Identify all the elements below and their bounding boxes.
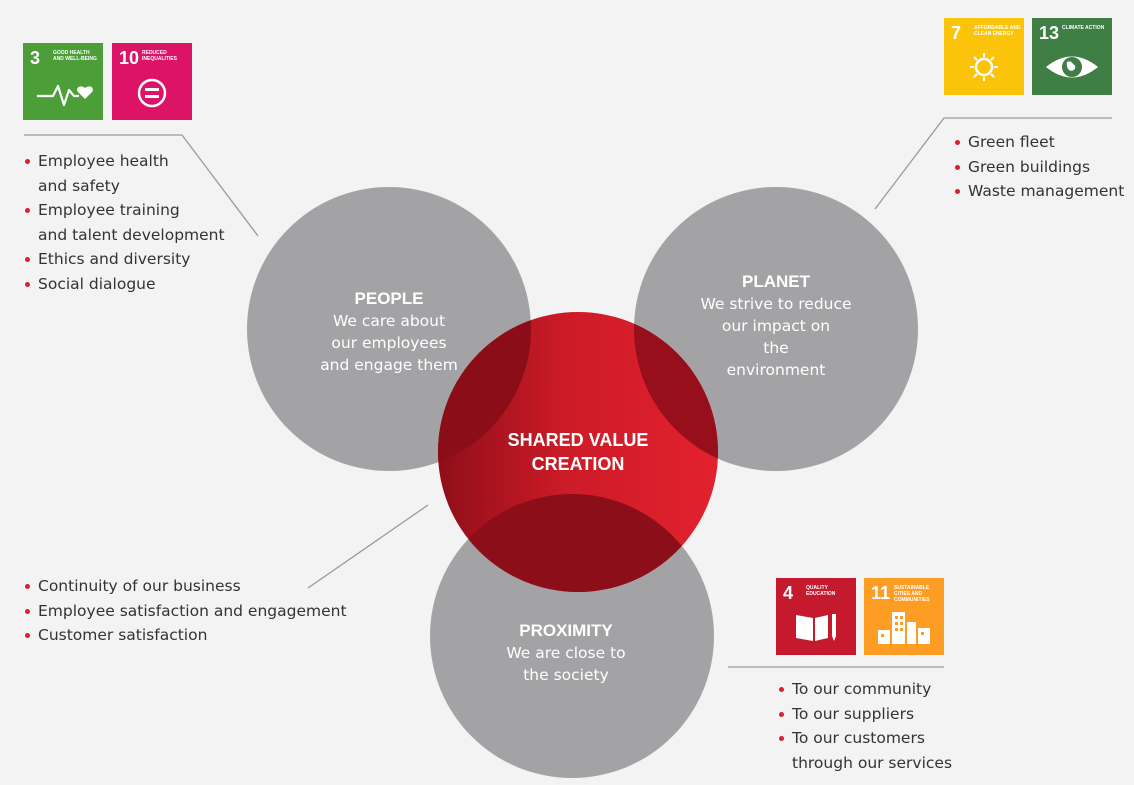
sdg-3-number: 3 xyxy=(30,48,41,68)
proximity-bullet-1: To our community xyxy=(792,680,932,698)
sdg-13-label: CLIMATE ACTION xyxy=(1062,25,1105,31)
shared-bullet-2: Employee satisfaction and engagement xyxy=(38,601,347,620)
planet-bullet-list: Green fleet Green buildings Waste manage… xyxy=(953,130,1124,204)
heartbeat-icon xyxy=(37,84,93,107)
sdg-10-label: REDUCED INEQUALITIES xyxy=(142,50,178,62)
shared-value-title-line-2: CREATION xyxy=(531,454,625,474)
people-bullet-list: Employee health and safety Employee train… xyxy=(23,149,225,296)
proximity-overlap xyxy=(438,494,714,592)
planet-title: PLANET xyxy=(742,272,810,291)
equality-icon xyxy=(137,78,167,108)
sdg-13-tile: 13 CLIMATE ACTION xyxy=(1032,18,1112,95)
people-title: PEOPLE xyxy=(354,289,424,308)
sdg-7-number: 7 xyxy=(951,23,962,43)
people-bullet-item: Ethics and diversity xyxy=(23,247,225,272)
shared-bullet-list: Continuity of our business Employee sati… xyxy=(23,574,347,648)
planet-bullet-1: Green fleet xyxy=(968,133,1055,151)
bullet-dot xyxy=(955,189,960,194)
bullet-dot xyxy=(779,736,784,741)
bullet-dot xyxy=(25,584,30,589)
sdg-3-tile: 3 GOOD HEALTH AND WELL-BEING xyxy=(23,43,103,120)
people-line-2: our employees xyxy=(331,334,447,352)
sdg-11-label: SUSTAINABLE CITIES AND COMMUNITIES xyxy=(894,585,930,603)
sdg-4-label: QUALITY EDUCATION xyxy=(806,585,836,597)
planet-connector-line xyxy=(874,117,1112,210)
sdg-7-label: AFFORDABLE AND CLEAN ENERGY xyxy=(974,25,1021,37)
proximity-bullet-list: To our community To our suppliers To our… xyxy=(777,677,952,775)
bullet-dot xyxy=(25,257,30,262)
people-bullet-item: Social dialogue xyxy=(23,272,225,297)
planet-text: PLANET We strive to reduce our impact on… xyxy=(686,271,866,381)
proximity-line-1: We are close to xyxy=(506,644,626,662)
proximity-bullet-item: To our community xyxy=(777,677,952,702)
planet-line-2: our impact on xyxy=(721,317,831,335)
bullet-dot xyxy=(779,711,784,717)
sdg-7-tile: 7 AFFORDABLE AND CLEAN ENERGY xyxy=(944,18,1024,95)
shared-bullet-item: Employee satisfaction and engagement xyxy=(23,599,347,624)
people-bullet-4: Social dialogue xyxy=(38,274,156,293)
people-line-3: and engage them xyxy=(320,356,458,374)
shared-bullet-3: Customer satisfaction xyxy=(38,626,208,644)
bullet-dot xyxy=(25,608,30,614)
shared-bullet-item: Customer satisfaction xyxy=(23,623,347,648)
bullet-dot xyxy=(955,140,960,145)
sdg-4-tile: 4 QUALITY EDUCATION xyxy=(776,578,856,655)
sdg-10-tile: 10 REDUCED INEQUALITIES xyxy=(112,43,192,120)
sdg-3-label: GOOD HEALTH AND WELL-BEING xyxy=(53,50,97,62)
proximity-bullet-item: To our suppliers xyxy=(777,702,952,727)
sdg-10-number: 10 xyxy=(119,48,140,68)
city-icon xyxy=(878,612,930,644)
shared-value-title: SHARED VALUE CREATION xyxy=(478,428,678,476)
people-bullet-2-line-1: Employee training xyxy=(38,201,180,219)
shared-value-title-line-1: SHARED VALUE xyxy=(507,430,649,450)
planet-line-3: the xyxy=(763,339,789,357)
book-pencil-icon xyxy=(796,614,836,641)
people-bullet-1-line-1: Employee health xyxy=(38,152,169,170)
proximity-bullet-item: To our customers through our services xyxy=(777,726,952,775)
shared-bullet-1: Continuity of our business xyxy=(38,577,241,595)
people-bullet-item: Employee training and talent development xyxy=(23,198,225,247)
eye-globe-icon xyxy=(1046,56,1098,78)
people-overlap xyxy=(438,312,531,471)
planet-bullet-item: Waste management xyxy=(953,179,1124,204)
people-bullet-3: Ethics and diversity xyxy=(38,250,191,268)
bullet-dot xyxy=(25,208,30,213)
bullet-dot xyxy=(25,633,30,638)
planet-bullet-item: Green fleet xyxy=(953,130,1124,155)
shared-bullet-item: Continuity of our business xyxy=(23,574,347,599)
planet-line-1: We strive to reduce xyxy=(700,295,852,313)
proximity-line-2: the society xyxy=(523,666,609,684)
people-bullet-1-line-2: and safety xyxy=(38,176,120,195)
bullet-dot xyxy=(955,164,960,170)
sdg-4-number: 4 xyxy=(783,583,794,603)
people-line-1: We care about xyxy=(332,312,446,330)
proximity-bullet-2: To our suppliers xyxy=(792,704,915,723)
sun-icon xyxy=(970,53,998,81)
proximity-bullet-3-line-1: To our customers xyxy=(792,729,925,747)
planet-bullet-item: Green buildings xyxy=(953,155,1124,180)
shared-connector-line xyxy=(307,504,429,589)
bullet-dot xyxy=(779,687,784,692)
sdg-13-number: 13 xyxy=(1039,23,1060,43)
proximity-bullet-3-line-2: through our services xyxy=(792,753,953,772)
bullet-dot xyxy=(25,159,30,164)
proximity-title: PROXIMITY xyxy=(519,621,613,640)
people-connector-line xyxy=(24,134,259,237)
sdg-11-number: 11 xyxy=(871,583,891,603)
planet-line-4: environment xyxy=(726,361,826,379)
people-bullet-item: Employee health and safety xyxy=(23,149,225,198)
people-bullet-2-line-2: and talent development xyxy=(38,225,225,244)
bullet-dot xyxy=(25,281,30,287)
sdg-11-tile: 11 SUSTAINABLE CITIES AND COMMUNITIES xyxy=(864,578,944,655)
planet-overlap xyxy=(634,312,718,471)
planet-bullet-3: Waste management xyxy=(968,182,1125,200)
proximity-text: PROXIMITY We are close to the society xyxy=(486,620,646,686)
planet-bullet-2: Green buildings xyxy=(968,157,1091,176)
people-text: PEOPLE We care about our employees and e… xyxy=(309,288,469,376)
